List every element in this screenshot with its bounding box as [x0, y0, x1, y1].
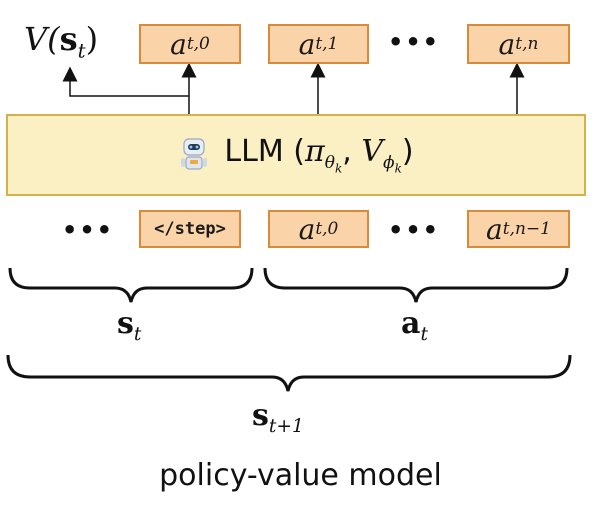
bottom-token-sub: t,0 [315, 219, 339, 239]
arrow-to-value [62, 66, 189, 97]
top-token-sub: t,n [515, 34, 539, 54]
step-token-text: </step> [154, 219, 226, 239]
llm-pi: π [304, 134, 325, 170]
bottom-token-sub: t,n−1 [502, 219, 551, 239]
llm-prefix: LLM ( [224, 134, 305, 170]
value-label-v: V( [24, 20, 60, 58]
llm-v-subsub: k [394, 161, 402, 176]
bottom-token-base: a [298, 212, 316, 246]
llm-suffix: ) [401, 134, 414, 170]
llm-v: V [361, 134, 383, 170]
top-token-sub: t,0 [186, 34, 210, 54]
llm-box: LLM (πθk, Vϕk) [6, 114, 586, 196]
llm-pi-subsub: k [334, 161, 343, 176]
brace-next-state [6, 354, 572, 392]
value-label-s: s [59, 20, 78, 58]
label-next-state: st+1 [252, 398, 304, 437]
top-token-sub: t,1 [315, 34, 339, 54]
top-token-base: a [298, 27, 316, 61]
label-action: at [401, 306, 428, 345]
label-next-state-base: s [252, 398, 269, 433]
bottom-token-step: </step> [139, 210, 241, 248]
brace-action [263, 267, 569, 303]
label-state-base: s [117, 306, 134, 341]
value-label-sub: t [77, 39, 86, 63]
label-state: st [117, 306, 141, 345]
label-state-sub: t [133, 324, 142, 345]
value-label-close: ) [85, 20, 99, 58]
top-ellipsis: ••• [388, 28, 441, 56]
brace-state [8, 267, 254, 303]
top-token-base: a [170, 27, 187, 61]
bottom-ellipsis-left: ••• [62, 216, 115, 244]
label-action-sub: t [420, 324, 428, 345]
llm-comma: , [342, 134, 362, 170]
diagram-caption: policy-value model [159, 458, 442, 493]
robot-icon [181, 138, 208, 170]
value-label: V(st) [24, 20, 98, 62]
label-next-state-sub: t+1 [268, 416, 304, 437]
label-action-base: a [401, 306, 421, 341]
top-token-base: a [498, 27, 516, 61]
llm-label: LLM (πθk, Vϕk) [224, 134, 413, 175]
llm-pi-sub: θ [324, 153, 335, 174]
llm-v-sub: ϕ [382, 153, 395, 174]
bottom-ellipsis-right: ••• [388, 216, 441, 244]
bottom-token-base: a [486, 212, 503, 246]
